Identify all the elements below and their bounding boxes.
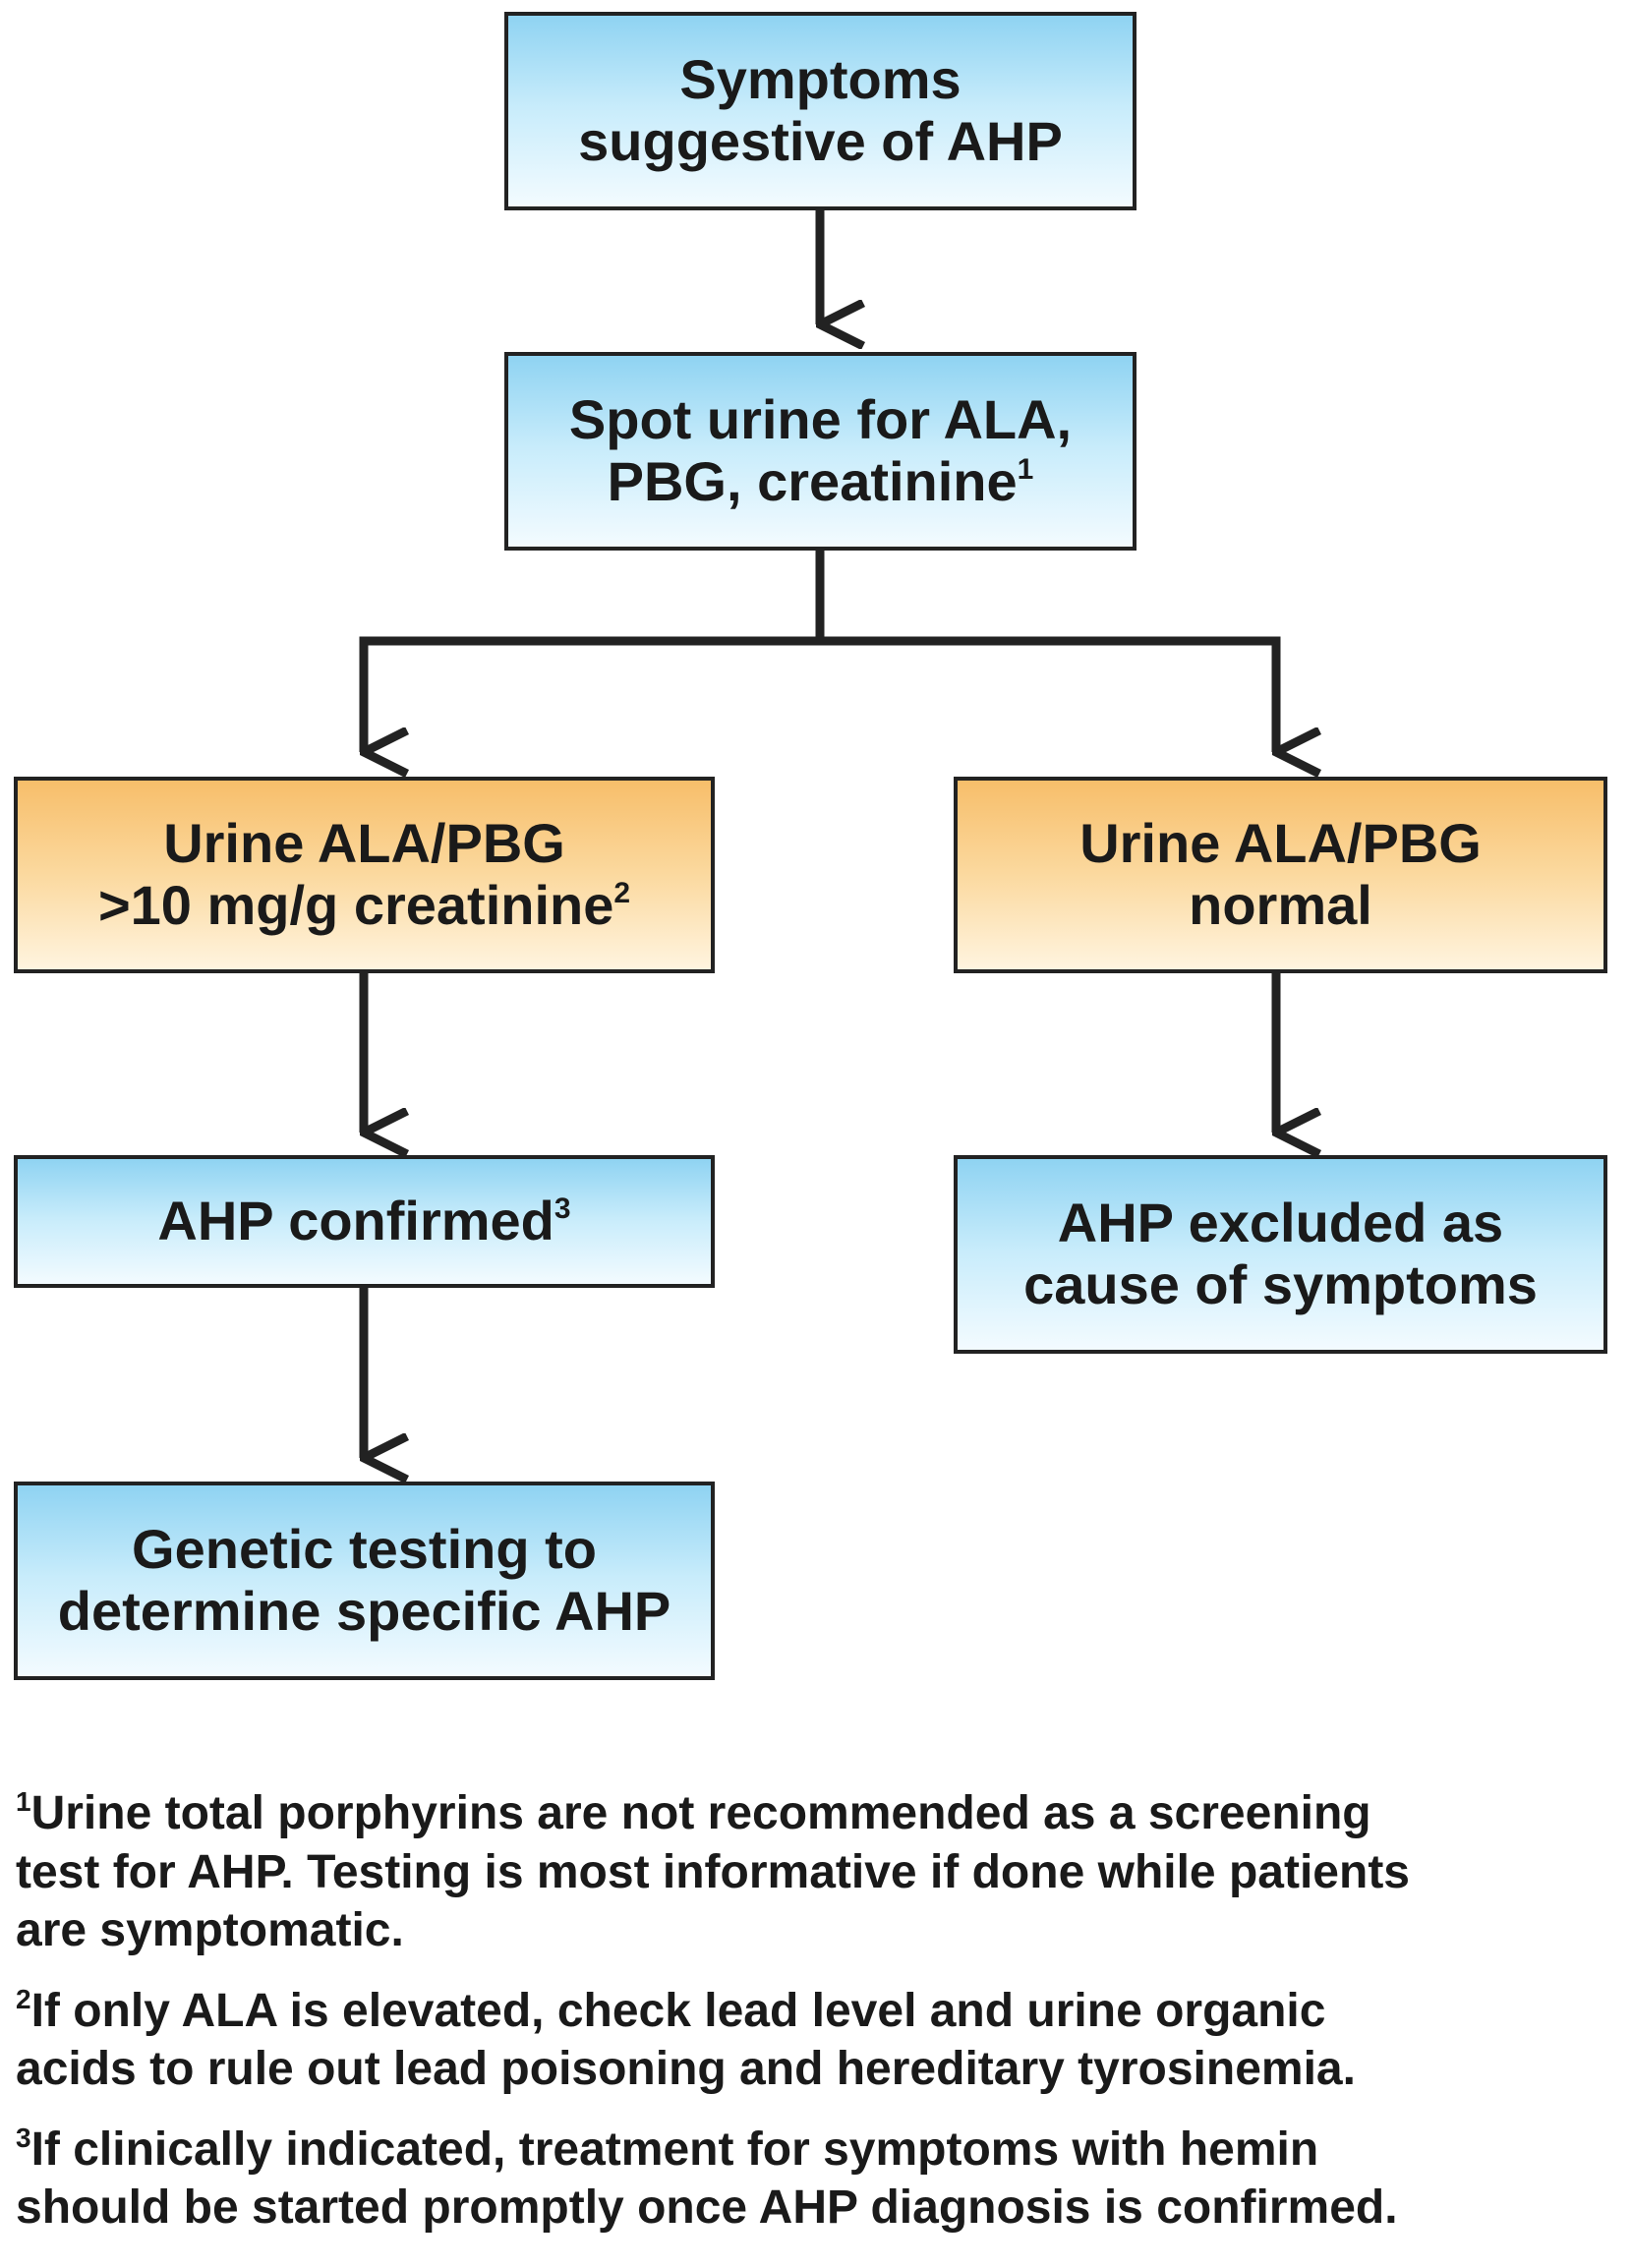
node-spot-urine-line-2: PBG, creatinine1 (569, 450, 1072, 513)
node-ahp-confirmed-line-1: AHP confirmed3 (157, 1190, 571, 1252)
footnote-1-line-1-text: Urine total porphyrins are not recommend… (30, 1787, 1371, 1839)
node-ala-high-line-2-text: >10 mg/g creatinine (97, 874, 614, 936)
node-symptoms-line-1: Symptoms (679, 48, 962, 111)
node-ala-normal-text: Urine ALA/PBG normal (1079, 813, 1482, 936)
footnote-1-line-2: test for AHP. Testing is most informativ… (16, 1845, 1410, 1898)
footnote-2-line-1-text: If only ALA is elevated, check lead leve… (30, 1984, 1326, 2037)
node-ahp-excluded: AHP excluded as cause of symptoms (954, 1155, 1607, 1354)
node-ahp-excluded-line-1: AHP excluded as (1057, 1192, 1504, 1254)
footnote-2-line-2: acids to rule out lead poisoning and her… (16, 2043, 1356, 2096)
node-genetic-testing-line-1: Genetic testing to (132, 1518, 597, 1581)
node-spot-urine-text: Spot urine for ALA, PBG, creatinine1 (569, 389, 1072, 512)
footnote-3-line-1-text: If clinically indicated, treatment for s… (30, 2123, 1319, 2176)
footnote-1-marker: 1 (16, 1786, 31, 1817)
node-genetic-testing: Genetic testing to determine specific AH… (14, 1482, 715, 1680)
node-ahp-confirmed: AHP confirmed3 (14, 1155, 715, 1288)
footnote-marker-3: 3 (554, 1192, 571, 1226)
node-symptoms: Symptoms suggestive of AHP (504, 12, 1137, 210)
node-ala-high: Urine ALA/PBG >10 mg/g creatinine2 (14, 777, 715, 973)
node-symptoms-line-2: suggestive of AHP (578, 110, 1063, 172)
footnote-1: 1Urine total porphyrins are not recommen… (16, 1784, 1618, 1960)
footnote-marker-1: 1 (1017, 453, 1034, 486)
footnote-2-marker: 2 (16, 1983, 31, 2014)
footnote-3-marker: 3 (16, 2122, 31, 2153)
footnote-1-line-1: 1Urine total porphyrins are not recommen… (16, 1784, 1618, 1843)
footnote-3-line-2: should be started promptly once AHP diag… (16, 2181, 1398, 2235)
footnote-marker-2: 2 (613, 877, 631, 909)
node-ala-high-text: Urine ALA/PBG >10 mg/g creatinine2 (98, 813, 630, 936)
node-ala-normal-line-1: Urine ALA/PBG (1079, 812, 1482, 875)
node-spot-urine: Spot urine for ALA, PBG, creatinine1 (504, 352, 1137, 551)
node-ala-high-line-1: Urine ALA/PBG (163, 812, 565, 875)
node-symptoms-text: Symptoms suggestive of AHP (578, 49, 1063, 172)
footnotes: 1Urine total porphyrins are not recommen… (16, 1784, 1618, 2259)
footnote-2: 2If only ALA is elevated, check lead lev… (16, 1982, 1618, 2099)
node-genetic-testing-text: Genetic testing to determine specific AH… (58, 1519, 670, 1642)
node-ahp-confirmed-text: AHP confirmed3 (157, 1190, 571, 1252)
node-spot-urine-line-2-text: PBG, creatinine (607, 450, 1018, 512)
node-ahp-confirmed-line-1-text: AHP confirmed (157, 1190, 554, 1252)
footnote-3: 3If clinically indicated, treatment for … (16, 2121, 1618, 2238)
footnote-2-line-1: 2If only ALA is elevated, check lead lev… (16, 1982, 1618, 2041)
node-ahp-excluded-line-2: cause of symptoms (1023, 1253, 1538, 1315)
node-spot-urine-line-1: Spot urine for ALA, (568, 388, 1073, 451)
node-ala-normal: Urine ALA/PBG normal (954, 777, 1607, 973)
footnote-3-line-1: 3If clinically indicated, treatment for … (16, 2121, 1618, 2180)
node-ala-high-line-2: >10 mg/g creatinine2 (97, 874, 631, 937)
node-ala-normal-line-2: normal (1189, 874, 1372, 936)
node-ahp-excluded-text: AHP excluded as cause of symptoms (1023, 1192, 1538, 1315)
node-genetic-testing-line-2: determine specific AHP (57, 1580, 671, 1642)
footnote-1-line-3: are symptomatic. (16, 1904, 404, 1957)
